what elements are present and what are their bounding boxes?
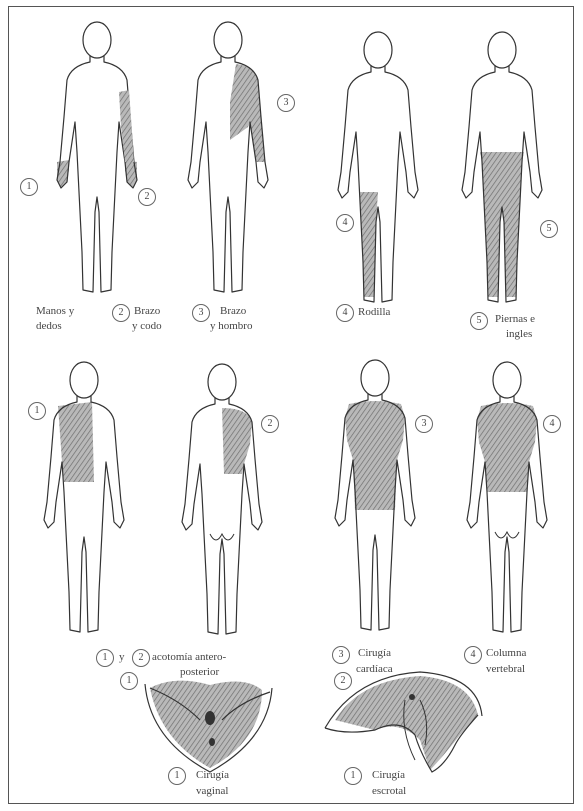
callout-2-scrotal: 2 xyxy=(334,672,352,690)
label-arm-shoulder-2: y hombro xyxy=(210,320,252,333)
callout-3-cardiac: 3 xyxy=(415,415,433,433)
figure-arm-shoulder xyxy=(188,22,268,292)
caption-joiner: y xyxy=(119,651,125,664)
callout-4-spine: 4 xyxy=(543,415,561,433)
shade-thoracotomy-2 xyxy=(222,408,252,474)
label-num-scrotal: 1 xyxy=(344,767,362,785)
figure-thoracotomy-2 xyxy=(182,364,262,634)
figure-vaginal-surgery xyxy=(145,681,272,772)
label-num-arm-shoulder: 3 xyxy=(192,304,210,322)
shade-vaginal xyxy=(150,681,262,768)
label-vaginal-1: Cirugía xyxy=(196,769,229,782)
caption-thoracotomy-2: posterior xyxy=(180,666,219,679)
label-num-vaginal: 1 xyxy=(168,767,186,785)
figure-arm-elbow xyxy=(119,90,134,162)
caption-thoracotomy-1: acotomía antero- xyxy=(152,651,226,664)
caption-cardiac-2: cardíaca xyxy=(356,663,393,676)
caption-spine-1: Columna xyxy=(486,647,526,660)
label-knee-1: Rodilla xyxy=(358,306,390,319)
caption-cardiac-1: Cirugía xyxy=(358,647,391,660)
figure-cardiac xyxy=(335,360,415,630)
shade-legs-groin xyxy=(480,152,524,297)
callout-4-knee: 4 xyxy=(336,214,354,232)
shade-cardiac xyxy=(345,401,405,510)
shade-arm-elbow xyxy=(119,90,134,162)
caption-num-4: 4 xyxy=(464,646,482,664)
caption-num-1: 1 xyxy=(96,649,114,667)
callout-1-vaginal: 1 xyxy=(120,672,138,690)
callout-3-arm-shoulder: 3 xyxy=(277,94,295,112)
callout-2-arm-elbow: 2 xyxy=(138,188,156,206)
figure-knee xyxy=(338,32,418,302)
label-arm-elbow-1: Brazo xyxy=(134,305,160,318)
caption-spine-2: vertebral xyxy=(486,663,525,676)
label-hands-1: Manos y xyxy=(36,305,74,318)
label-arm-shoulder-1: Brazo xyxy=(220,305,246,318)
label-legs-1: Piernas e xyxy=(495,313,535,326)
label-num-legs: 5 xyxy=(470,312,488,330)
label-vaginal-2: vaginal xyxy=(196,785,228,798)
callout-1-hands: 1 xyxy=(20,178,38,196)
figure-legs-groin xyxy=(462,32,542,302)
figure-thoracotomy-1 xyxy=(44,362,124,632)
label-hands-2: dedos xyxy=(36,320,62,333)
caption-num-3: 3 xyxy=(332,646,350,664)
label-arm-elbow-2: y codo xyxy=(132,320,162,333)
callout-2-thoracotomy: 2 xyxy=(261,415,279,433)
shade-arm-shoulder xyxy=(230,64,265,162)
shade-thoracotomy-1 xyxy=(58,402,94,482)
callout-5-legs: 5 xyxy=(540,220,558,238)
label-legs-2: ingles xyxy=(506,328,532,341)
callout-1-thoracotomy: 1 xyxy=(28,402,46,420)
label-num-arm-elbow: 2 xyxy=(112,304,130,322)
label-scrotal-2: escrotal xyxy=(372,785,406,798)
label-scrotal-1: Cirugía xyxy=(372,769,405,782)
figure-spine xyxy=(467,362,547,632)
shade-scrotal xyxy=(335,676,478,770)
label-num-knee: 4 xyxy=(336,304,354,322)
caption-num-2: 2 xyxy=(132,649,150,667)
